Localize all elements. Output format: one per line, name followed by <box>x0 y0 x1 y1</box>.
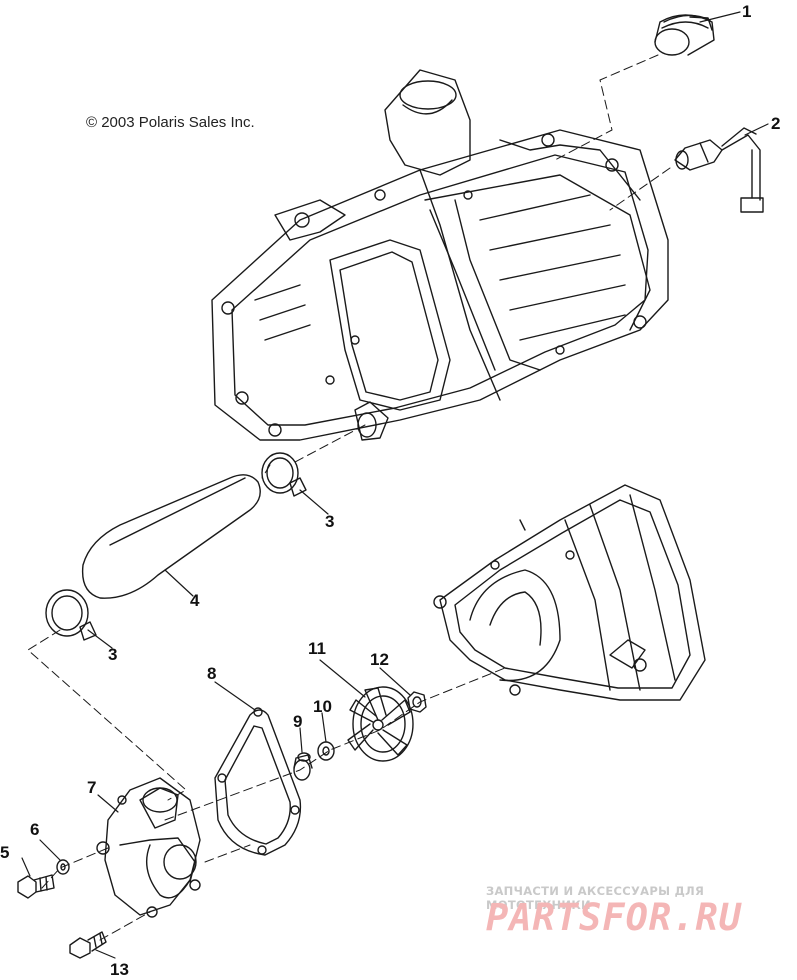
callout-label: 7 <box>87 778 97 797</box>
callout-label: 10 <box>313 697 332 716</box>
water-pump-cover <box>96 777 201 918</box>
callout-label: 11 <box>308 639 326 658</box>
water-pump-gasket <box>214 707 302 856</box>
callout-label: 9 <box>293 712 303 731</box>
leader-lines <box>21 11 769 959</box>
washer <box>317 741 335 761</box>
callout-label: 5 <box>0 843 10 862</box>
watermark-logo: PARTSFOR.RU <box>486 896 743 939</box>
callout-label: 3 <box>325 512 335 531</box>
callout-label: 8 <box>207 664 217 683</box>
callout-label: 12 <box>370 650 389 669</box>
hose-clamp-upper <box>261 452 307 497</box>
copyright-notice: © 2003 Polaris Sales Inc. <box>86 114 255 131</box>
bolt-short <box>17 874 55 899</box>
small-washer <box>56 859 70 875</box>
bolt-long <box>69 931 107 959</box>
engine-crankcase <box>433 484 706 701</box>
watermark-tagline: ЗАПЧАСТИ И АКСЕССУАРЫ ДЛЯ МОТОТЕХНИКИ <box>486 884 705 912</box>
thermostat-cap <box>654 14 715 56</box>
callout-label: 3 <box>108 645 118 664</box>
callout-label: 13 <box>110 960 129 979</box>
assembly-lines <box>27 54 671 941</box>
callout-label: 1 <box>742 2 752 21</box>
callout-label: 6 <box>30 820 40 839</box>
cylinder-head-assembly <box>211 69 669 441</box>
impeller <box>347 686 414 762</box>
coolant-hose <box>81 474 261 599</box>
hose-clamp-lower <box>45 589 97 641</box>
mechanical-seal <box>293 752 313 781</box>
temperature-sensor <box>674 127 764 213</box>
callout-label: 4 <box>190 591 200 610</box>
callout-label: 2 <box>771 114 781 133</box>
